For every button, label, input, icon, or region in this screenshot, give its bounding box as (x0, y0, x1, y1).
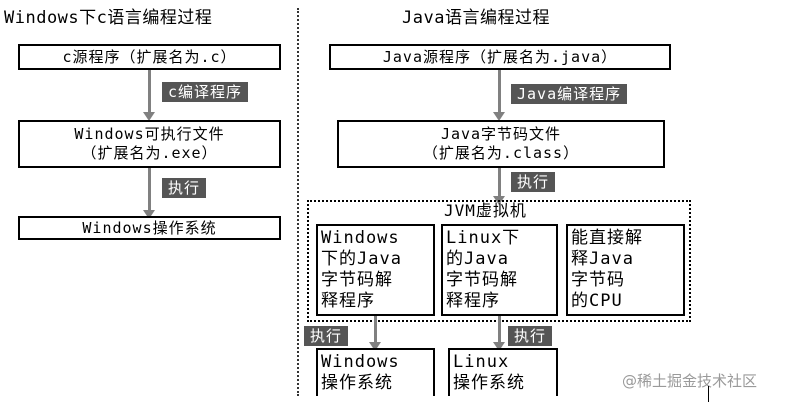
windows-run-label: 执行 (304, 326, 349, 346)
linux-run-label: 执行 (508, 326, 553, 346)
column-divider (297, 8, 299, 396)
arrow-compile-line (148, 70, 151, 114)
linux-os-target-box: Linux 操作系统 (448, 348, 558, 396)
java-class-box: Java字节码文件 （扩展名为.class） (337, 120, 665, 168)
text-cursor (708, 386, 709, 402)
watermark-text: @稀土掘金技术社区 (622, 372, 758, 390)
windows-os-target-box: Windows 操作系统 (316, 348, 435, 396)
jvm-title: JVM虚拟机 (444, 201, 527, 220)
right-title: Java语言编程过程 (402, 8, 550, 28)
arrow-windows-os-head (369, 342, 381, 351)
arrow-linux-os-line (498, 316, 501, 344)
java-source-box: Java源程序（扩展名为.java） (329, 44, 671, 70)
arrow-windows-os-line (374, 316, 377, 344)
arrow-java-compile-line (498, 70, 501, 114)
linux-interpreter-box: Linux下 的Java 字节码解 释程序 (441, 224, 558, 316)
arrow-run-head (143, 210, 155, 219)
c-compile-label: c编译程序 (162, 82, 249, 102)
java-run-label: 执行 (511, 172, 556, 192)
arrow-linux-os-head (493, 342, 505, 351)
left-title: Windows下c语言编程过程 (4, 8, 213, 28)
run-label: 执行 (162, 178, 207, 198)
arrow-java-run-line (498, 168, 501, 198)
c-source-box: c源程序（扩展名为.c） (18, 44, 281, 70)
java-compile-label: Java编译程序 (511, 84, 628, 104)
arrow-compile-head (143, 112, 155, 121)
arrow-run-line (148, 168, 151, 212)
windows-exe-box: Windows可执行文件 （扩展名为.exe） (18, 120, 281, 168)
java-cpu-box: 能直接解 释Java 字节码 的CPU (566, 224, 685, 316)
windows-interpreter-box: Windows 下的Java 字节码解 释程序 (316, 224, 435, 316)
arrow-java-compile-head (493, 112, 505, 121)
windows-os-box: Windows操作系统 (18, 216, 281, 240)
